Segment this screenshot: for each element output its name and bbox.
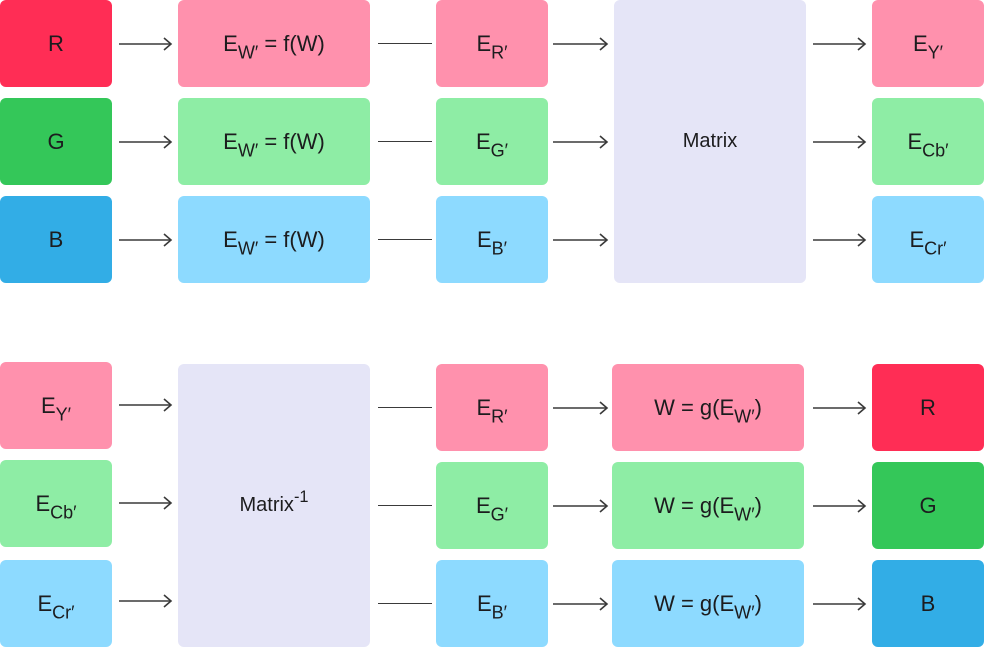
arrow-icon bbox=[119, 593, 173, 609]
connector-line bbox=[378, 43, 432, 44]
decode-input-cr-label: ECr′ bbox=[37, 590, 75, 623]
decode-input-cb-label: ECb′ bbox=[35, 490, 77, 523]
arrow-icon bbox=[119, 397, 173, 413]
connector-line bbox=[378, 603, 432, 604]
encode-prime-b: EB′ bbox=[436, 196, 548, 283]
encode-prime-r: ER′ bbox=[436, 0, 548, 87]
encode-output-cr: ECr′ bbox=[872, 196, 984, 283]
decode-output-b-label: B bbox=[920, 590, 936, 616]
decode-prime-r-label: ER′ bbox=[476, 394, 508, 427]
arrow-icon bbox=[553, 596, 609, 612]
decode-matrix-inverse: Matrix-1 bbox=[178, 364, 370, 647]
encode-transfer-g: EW′ = f(W) bbox=[178, 98, 370, 185]
decode-inverse-g: W = g(EW′) bbox=[612, 462, 804, 549]
decode-input-cr: ECr′ bbox=[0, 560, 112, 647]
decode-prime-b: EB′ bbox=[436, 560, 548, 647]
encode-output-y-label: EY′ bbox=[912, 30, 944, 63]
decode-matrix-label: Matrix-1 bbox=[239, 487, 309, 516]
encode-prime-g-label: EG′ bbox=[475, 128, 509, 161]
connector-line bbox=[378, 407, 432, 408]
decode-prime-g-label: EG′ bbox=[475, 492, 509, 525]
decode-inverse-b: W = g(EW′) bbox=[612, 560, 804, 647]
encode-input-g: G bbox=[0, 98, 112, 185]
arrow-icon bbox=[119, 36, 173, 52]
arrow-icon bbox=[553, 232, 609, 248]
encode-input-r-label: R bbox=[48, 30, 64, 56]
connector-line bbox=[378, 141, 432, 142]
encode-input-b: B bbox=[0, 196, 112, 283]
encode-output-cb: ECb′ bbox=[872, 98, 984, 185]
arrow-icon bbox=[813, 134, 867, 150]
decode-output-b: B bbox=[872, 560, 984, 647]
encode-transfer-r: EW′ = f(W) bbox=[178, 0, 370, 87]
decode-prime-b-label: EB′ bbox=[476, 590, 508, 623]
decode-input-y: EY′ bbox=[0, 362, 112, 449]
arrow-icon bbox=[813, 232, 867, 248]
connector-line bbox=[378, 505, 432, 506]
encode-matrix-label: Matrix bbox=[682, 130, 738, 152]
encode-output-cb-label: ECb′ bbox=[907, 128, 949, 161]
decode-output-g-label: G bbox=[919, 492, 937, 518]
encode-input-b-label: B bbox=[48, 226, 64, 252]
encode-output-y: EY′ bbox=[872, 0, 984, 87]
encode-input-r: R bbox=[0, 0, 112, 87]
arrow-icon bbox=[119, 495, 173, 511]
encode-prime-b-label: EB′ bbox=[476, 226, 508, 259]
encode-transfer-r-label: EW′ = f(W) bbox=[223, 30, 325, 63]
encode-matrix: Matrix bbox=[614, 0, 806, 283]
arrow-icon bbox=[553, 36, 609, 52]
encode-transfer-g-label: EW′ = f(W) bbox=[223, 128, 325, 161]
encode-prime-r-label: ER′ bbox=[476, 30, 508, 63]
arrow-icon bbox=[813, 400, 867, 416]
decode-output-r-label: R bbox=[920, 394, 936, 420]
decode-input-y-label: EY′ bbox=[40, 392, 72, 425]
arrow-icon bbox=[813, 36, 867, 52]
decode-inverse-r: W = g(EW′) bbox=[612, 364, 804, 451]
arrow-icon bbox=[553, 498, 609, 514]
arrow-icon bbox=[119, 232, 173, 248]
arrow-icon bbox=[553, 400, 609, 416]
encode-transfer-b-label: EW′ = f(W) bbox=[223, 226, 325, 259]
decode-prime-g: EG′ bbox=[436, 462, 548, 549]
encode-output-cr-label: ECr′ bbox=[909, 226, 947, 259]
decode-prime-r: ER′ bbox=[436, 364, 548, 451]
arrow-icon bbox=[553, 134, 609, 150]
encode-prime-g: EG′ bbox=[436, 98, 548, 185]
decode-output-g: G bbox=[872, 462, 984, 549]
connector-line bbox=[378, 239, 432, 240]
arrow-icon bbox=[813, 596, 867, 612]
decode-inverse-b-label: W = g(EW′) bbox=[654, 590, 762, 623]
arrow-icon bbox=[119, 134, 173, 150]
decode-inverse-g-label: W = g(EW′) bbox=[654, 492, 762, 525]
encode-transfer-b: EW′ = f(W) bbox=[178, 196, 370, 283]
decode-inverse-r-label: W = g(EW′) bbox=[654, 394, 762, 427]
arrow-icon bbox=[813, 498, 867, 514]
decode-output-r: R bbox=[872, 364, 984, 451]
decode-input-cb: ECb′ bbox=[0, 460, 112, 547]
encode-input-g-label: G bbox=[47, 128, 65, 154]
